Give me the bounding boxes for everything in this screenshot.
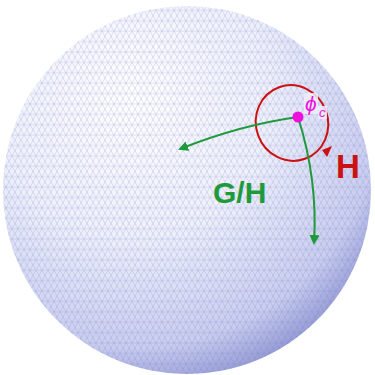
h-orbit (245, 75, 339, 171)
coset-label: G/H (213, 178, 266, 208)
coset-arrow (298, 117, 315, 243)
coset-arrow (180, 117, 298, 149)
h-orbit-arrowhead (322, 146, 332, 157)
field-subscript: c (318, 106, 327, 119)
field-symbol: ϕ (304, 93, 318, 114)
point-phi-c (293, 112, 304, 123)
subgroup-label: H (336, 150, 360, 183)
